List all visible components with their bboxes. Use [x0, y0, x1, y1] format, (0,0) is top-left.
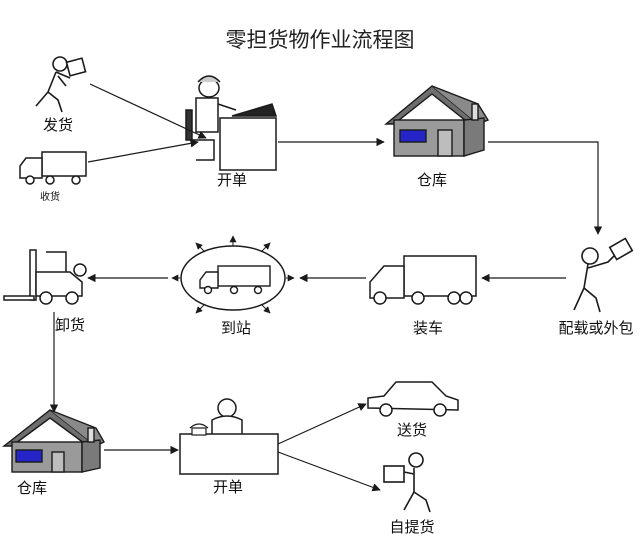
office-worker-icon [185, 75, 278, 171]
car-icon [367, 381, 459, 417]
label-self-pickup: 自提货 [389, 518, 434, 536]
arrow-billing-to-pickup [277, 451, 381, 492]
label-loading: 装车 [413, 319, 443, 337]
label-warehouse-2: 仓库 [17, 479, 47, 497]
truck-icon [369, 255, 477, 305]
label-arrival: 到站 [221, 319, 251, 337]
label-unloading: 卸货 [55, 316, 85, 334]
delivery-person-icon [573, 237, 634, 313]
label-warehouse-1: 仓库 [417, 171, 447, 189]
arrow-send-to-billing [89, 83, 207, 139]
arrow-receive-to-billing [87, 139, 199, 163]
truck-icon [199, 265, 271, 295]
label-home-delivery: 送货 [397, 421, 427, 439]
walking-person-icon [383, 452, 431, 513]
house-icon [1, 409, 105, 473]
walking-person-icon [35, 56, 87, 113]
truck-icon [19, 151, 87, 185]
telephone-icon [189, 423, 209, 436]
label-billing-1: 开单 [217, 171, 247, 189]
arrow-billing-to-delivery [277, 403, 367, 445]
house-icon [384, 85, 490, 157]
label-receive: 收货 [40, 190, 60, 203]
label-delivery-out: 配载或外包 [558, 319, 633, 337]
label-send: 发货 [43, 116, 73, 134]
arrow-warehouse-to-delivery-out [488, 141, 603, 235]
label-billing-2: 开单 [213, 478, 243, 496]
diagram-title: 零担货物作业流程图 [226, 28, 415, 52]
arrival-station [171, 235, 295, 314]
clerk-icon [179, 398, 279, 475]
forklift-icon [3, 249, 87, 305]
flow-arrows [49, 83, 603, 492]
